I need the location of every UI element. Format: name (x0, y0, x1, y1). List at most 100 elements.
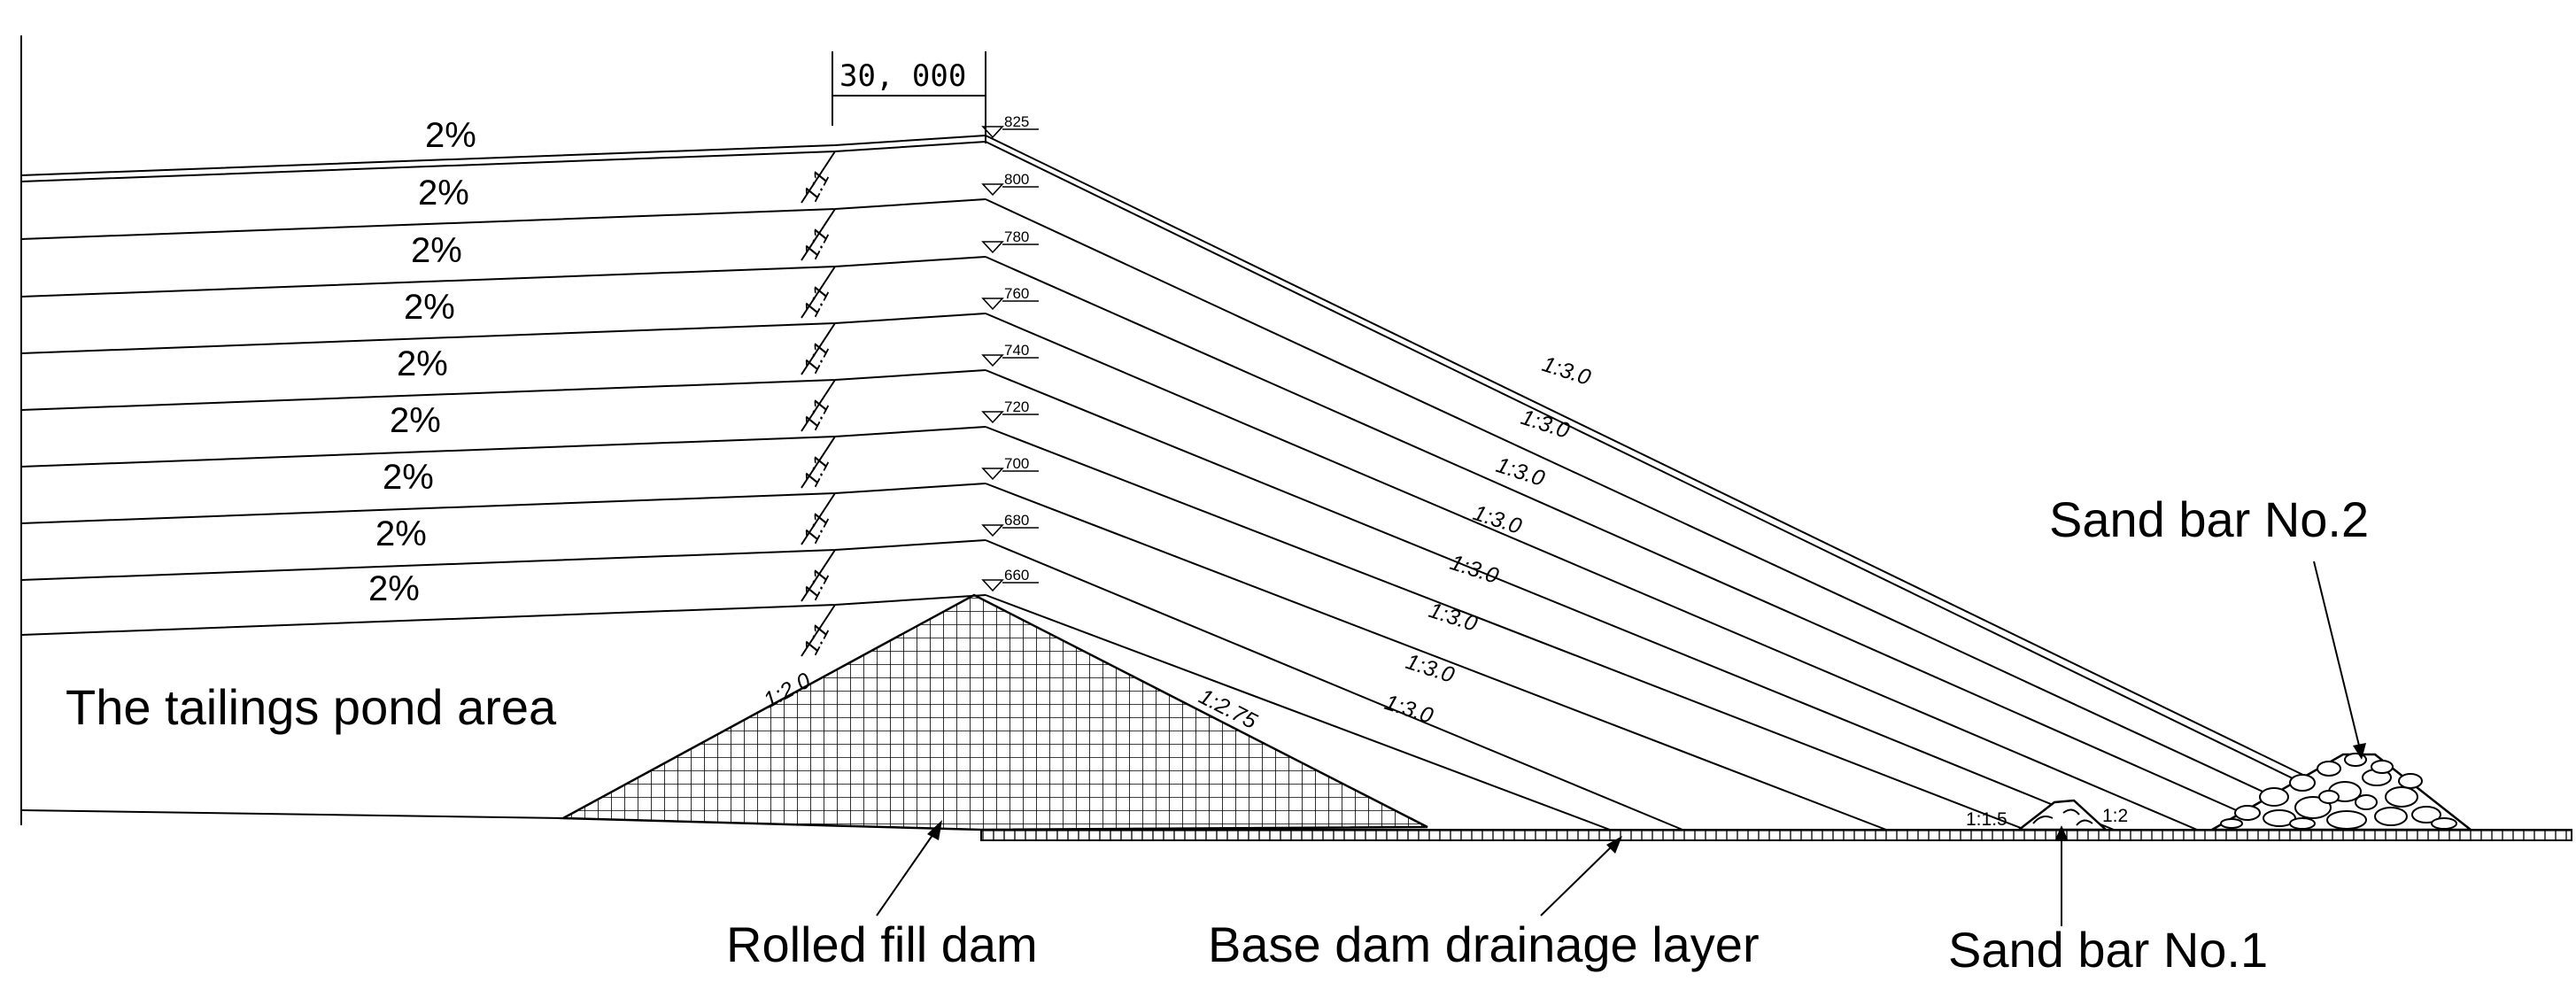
sand-bar-2-label: Sand bar No.2 (2049, 491, 2369, 547)
stage-layers: 8252%1:11:3.08002%1:11:3.07802%1:11:3.07… (20, 113, 2404, 831)
outer-slope-label: 1:3.0 (1539, 352, 1594, 390)
sand-bar-2-arrow (2353, 743, 2366, 760)
stone-icon (2344, 753, 2367, 767)
outer-slope-line (985, 313, 2198, 831)
inner-slope-line (801, 379, 836, 432)
beach-slope-label: 2% (397, 344, 448, 383)
beach-slope-label: 2% (425, 116, 476, 155)
drainage-layer-label: Base dam drainage layer (1208, 916, 1760, 972)
stone-icon (2289, 817, 2316, 830)
stone-icon (2411, 806, 2441, 823)
elevation-marker-icon (981, 354, 1004, 367)
sand-bar-2-leader (2313, 561, 2360, 746)
rolled-fill-dam-label: Rolled fill dam (726, 916, 1038, 972)
elevation-marker-icon (981, 298, 1004, 311)
pond-area-label: The tailings pond area (66, 679, 557, 735)
outer-slope-top-line (985, 135, 2404, 824)
beach-slope-label: 2% (411, 231, 462, 270)
elevation-marker-icon (981, 126, 1004, 139)
pond-floor-line (20, 809, 564, 819)
elevation-label: 760 (1004, 285, 1029, 302)
inner-slope-line (801, 604, 836, 657)
elevation-label: 800 (1004, 171, 1029, 188)
sand-bar-2-stones (2220, 753, 2457, 830)
stone-icon (2294, 796, 2332, 819)
stone-icon (2431, 817, 2457, 830)
inner-slope-line (801, 492, 836, 545)
bar1-slope-right-label: 1:2 (2102, 806, 2128, 826)
outer-slope-line (985, 594, 1611, 831)
elevation-label: 740 (1004, 342, 1029, 359)
inner-slope-line (801, 549, 836, 602)
elevation-label: 780 (1004, 228, 1029, 245)
rolled-fill-dam-leader (876, 828, 938, 916)
sand-bar-1-stones (2032, 808, 2093, 826)
outer-slope-line (985, 256, 2281, 831)
crest-width-label: 30, 000 (839, 58, 966, 94)
rolled-fill-dam (559, 593, 1428, 831)
elevation-marker-icon (981, 468, 1004, 481)
stone-icon (2355, 794, 2378, 810)
inner-slope-line (801, 436, 836, 489)
stone-icon (2234, 805, 2261, 821)
drainage-layer-arrow (1606, 836, 1622, 854)
elevation-marker-icon (981, 183, 1004, 197)
stone-icon (2289, 774, 2316, 792)
beach-surface-line (20, 313, 986, 354)
inner-slope-line (801, 266, 836, 319)
beach-surface-line (20, 369, 986, 411)
outer-slope-line (985, 369, 2115, 831)
stone-icon (2318, 790, 2340, 804)
beach-slope-label: 2% (418, 174, 469, 213)
elevation-marker-icon (981, 411, 1004, 424)
inner-slope-line (801, 208, 836, 261)
drainage-layer (980, 829, 2572, 841)
stone-icon (2326, 810, 2367, 830)
stone-icon (2398, 773, 2423, 789)
outer-slope-line (985, 483, 1887, 831)
beach-surface-line (20, 483, 986, 524)
beach-surface-line (20, 141, 986, 182)
elevation-marker-icon (981, 579, 1004, 592)
elevation-label: 720 (1004, 398, 1029, 415)
elevation-label: 680 (1004, 512, 1029, 529)
beach-surface-line (20, 256, 986, 298)
stone-icon (2385, 786, 2418, 808)
bar1-slope-left-label: 1:1.5 (1966, 809, 2007, 830)
outer-slope-label: 1:3.0 (1470, 500, 1525, 539)
sand-bar-1-shape (2015, 799, 2109, 831)
stone-icon (2259, 787, 2289, 807)
drainage-layer-leader (1540, 844, 1614, 916)
outer-slope-line (985, 141, 2399, 831)
stone-icon (2263, 809, 2296, 827)
elevation-label: 660 (1004, 567, 1029, 584)
sand-bar-1-label: Sand bar No.1 (1948, 922, 2268, 978)
elevation-label: 700 (1004, 455, 1029, 472)
outer-slope-label: 1:3.0 (1447, 550, 1502, 589)
beach-surface-top-line (20, 135, 986, 176)
beach-surface-line (20, 539, 986, 581)
beach-slope-label: 2% (375, 514, 427, 553)
elevation-marker-icon (981, 241, 1004, 254)
stone-icon (2371, 760, 2394, 774)
beach-slope-label: 2% (383, 458, 434, 497)
outer-slope-label: 1:3.0 (1403, 649, 1458, 688)
elevation-label: 825 (1004, 113, 1029, 130)
beach-slope-label: 2% (390, 401, 441, 440)
outer-slope-label: 1:3.0 (1518, 405, 1573, 444)
outer-slope-label: 1:3.0 (1426, 598, 1481, 637)
stone-icon (2317, 761, 2341, 777)
beach-slope-label: 2% (404, 288, 455, 327)
rolled-fill-dam-arrow (927, 820, 942, 840)
outer-slope-line (985, 426, 2026, 831)
sand-bar-1-arrow (2055, 825, 2068, 839)
inner-slope-line (801, 322, 836, 375)
beach-surface-line (20, 198, 986, 240)
outer-slope-line (985, 198, 2346, 831)
beach-surface-line (20, 426, 986, 468)
outer-slope-line (985, 539, 1683, 831)
elevation-marker-icon (981, 524, 1004, 537)
inner-slope-line (801, 151, 836, 204)
outer-slope-label: 1:3.0 (1381, 690, 1436, 729)
